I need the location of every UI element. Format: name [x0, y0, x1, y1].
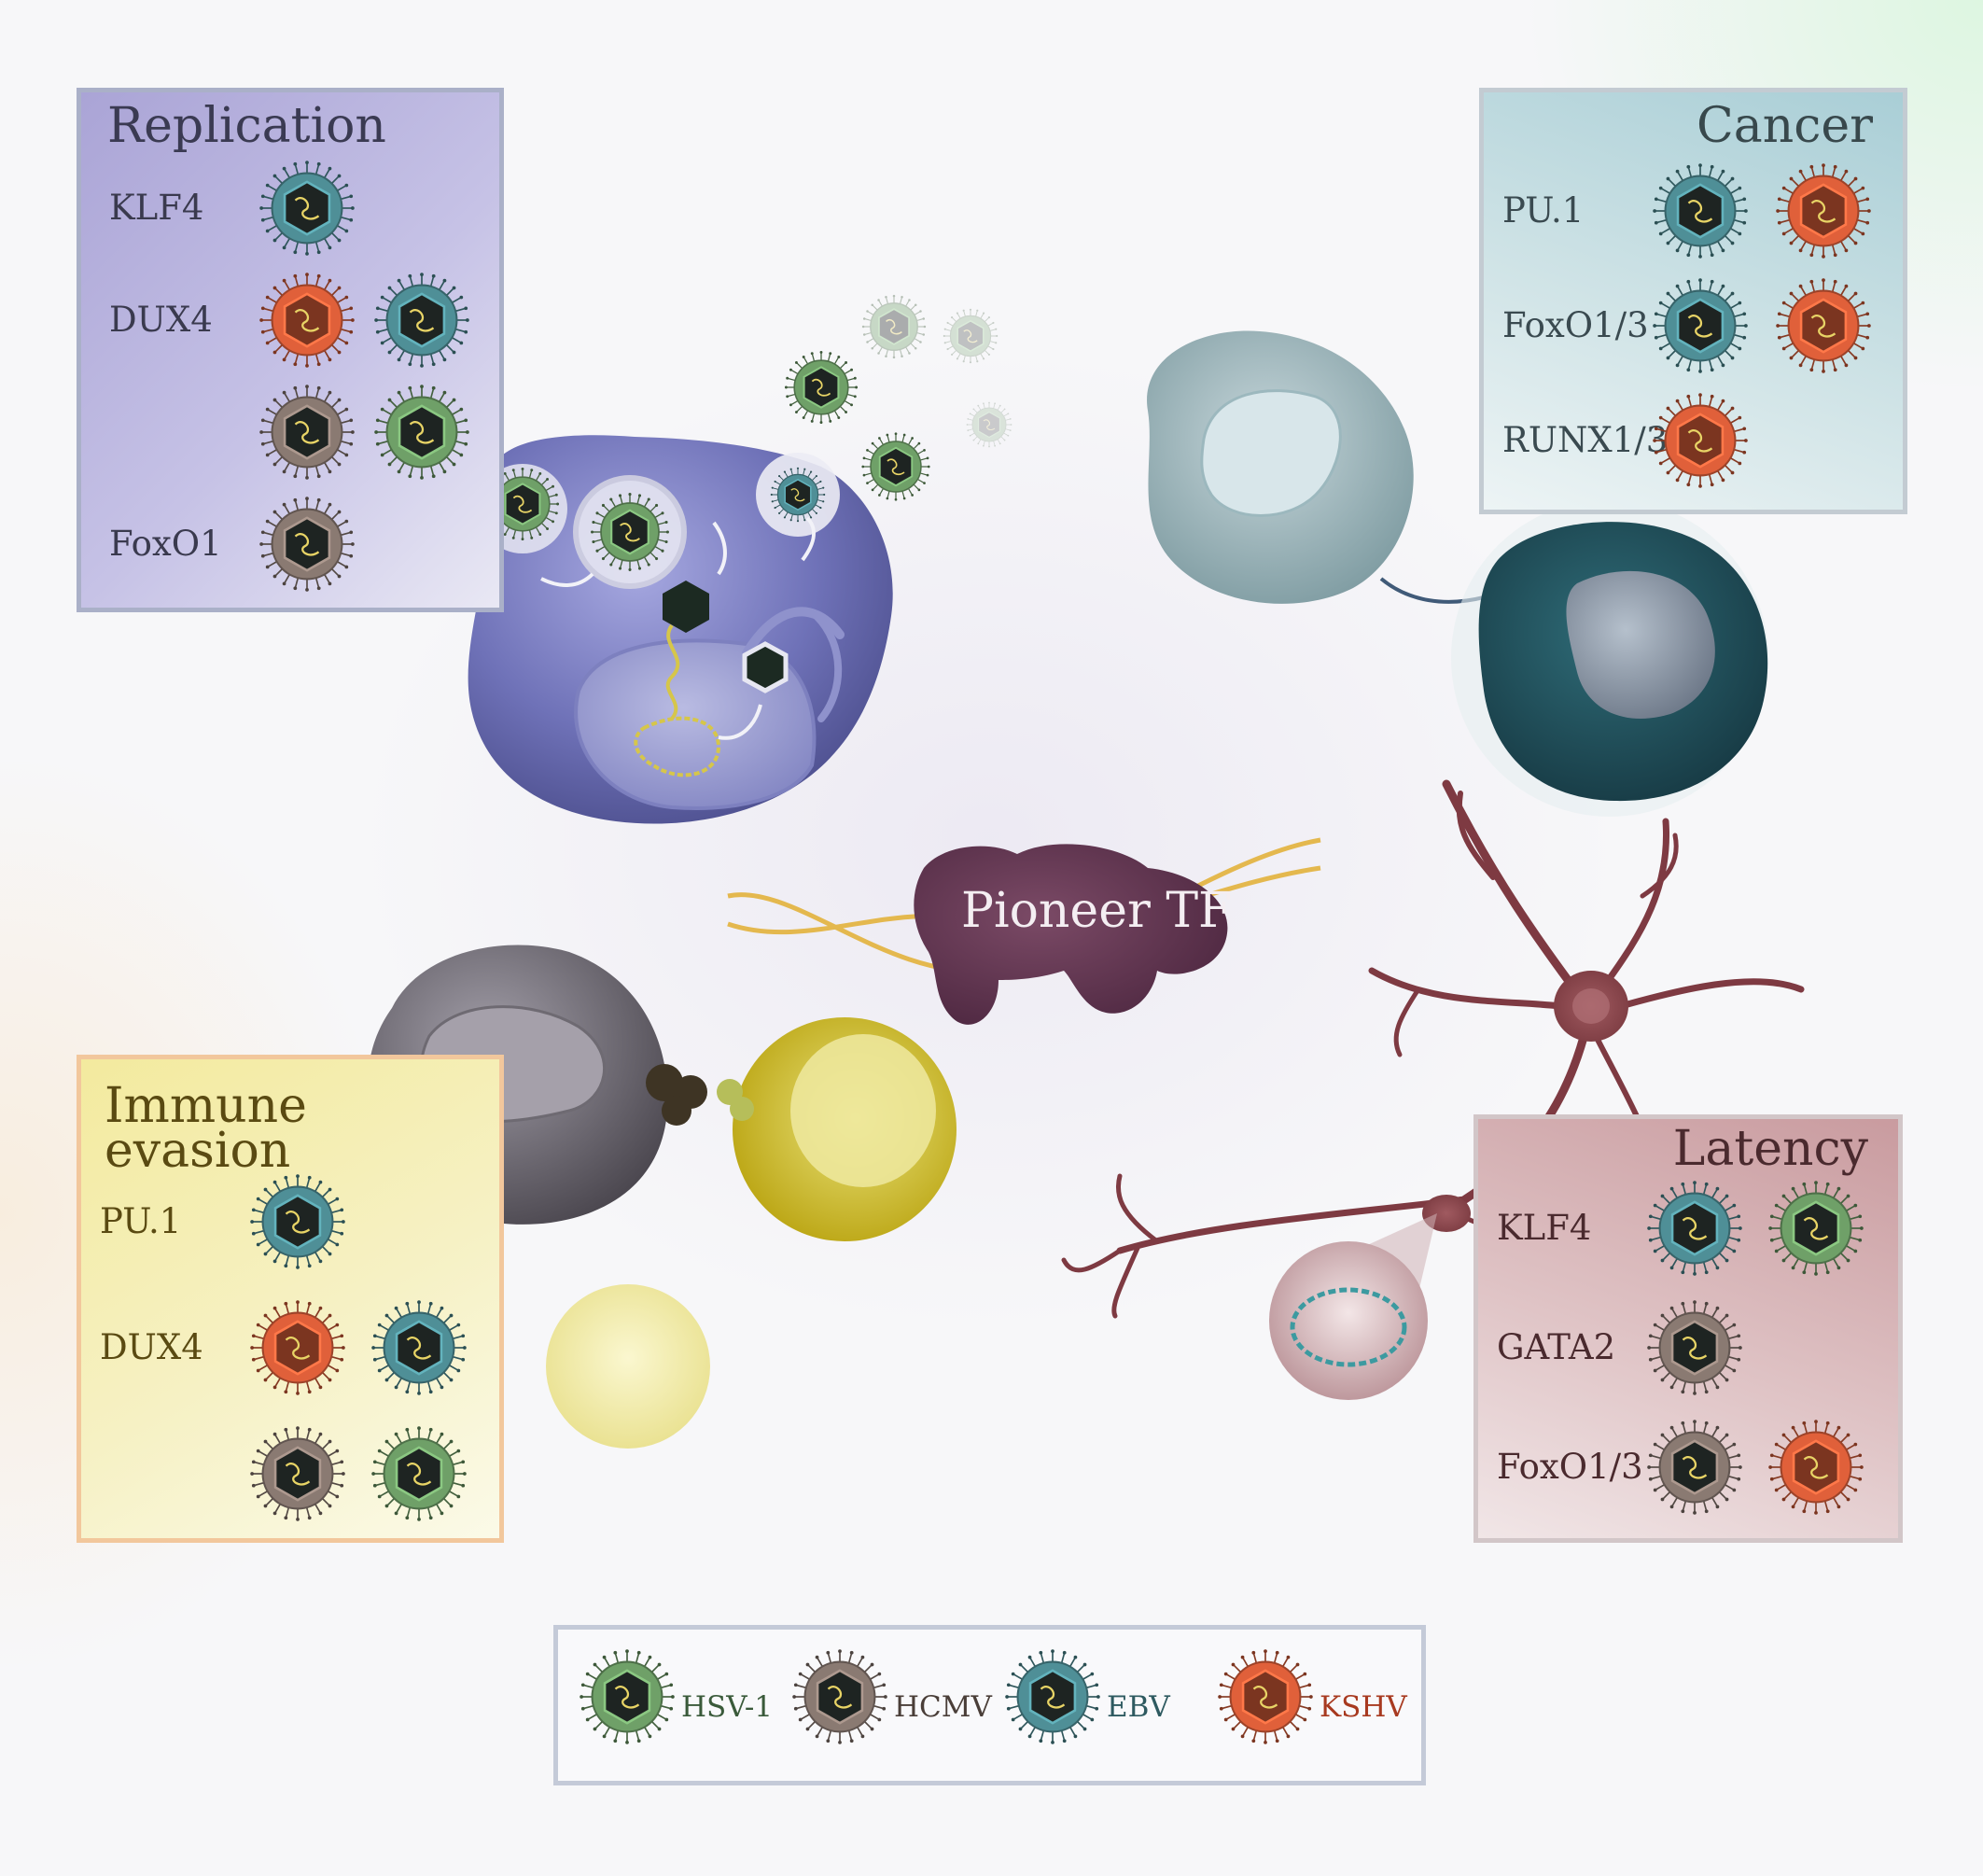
ebv-virion-icon	[770, 467, 826, 523]
kshv-virus-icon	[1775, 162, 1872, 259]
legend-label: HSV-1	[681, 1690, 774, 1724]
hcmv-legend-icon	[791, 1648, 905, 1762]
legend-label: HCMV	[894, 1690, 992, 1724]
hsv-1-virion-icon	[943, 308, 998, 364]
ebv-virus-icon	[373, 272, 470, 369]
ebv-virus-icon	[1652, 162, 1749, 259]
hcmv-virus-icon	[258, 496, 356, 593]
tf-label: FoxO1/3	[1502, 305, 1649, 345]
ebv-virus-icon	[249, 1173, 346, 1270]
hsv-1-virion-icon	[485, 467, 560, 541]
hcmv-virus-icon	[1646, 1419, 1743, 1516]
tf-label: GATA2	[1497, 1327, 1616, 1367]
tf-label: DUX4	[109, 300, 213, 340]
immune-cell-yellow-faded	[546, 1284, 710, 1449]
tf-label: PU.1	[100, 1201, 182, 1241]
tf-label: RUNX1/3	[1502, 420, 1669, 460]
tf-label: FoxO1	[109, 524, 222, 564]
neuron-soma	[1422, 971, 1628, 1232]
kshv-virus-icon	[1775, 277, 1872, 374]
hsv-1-virion-icon	[966, 401, 1012, 448]
hsv-1-virion-icon	[861, 432, 930, 501]
kshv-legend-icon	[1217, 1648, 1331, 1762]
ebv-virus-icon	[370, 1299, 468, 1396]
hsv-1-legend-icon	[579, 1648, 692, 1762]
hsv-1-virion-icon	[784, 350, 859, 425]
kshv-virus-icon	[1652, 392, 1749, 489]
tf-label: KLF4	[1497, 1208, 1592, 1248]
kshv-virus-icon	[1767, 1419, 1864, 1516]
hcmv-virus-icon	[258, 384, 356, 481]
panel-title-immune-line2: evasion	[105, 1123, 291, 1179]
ebv-legend-icon	[1004, 1648, 1118, 1762]
kshv-virus-icon	[258, 272, 356, 369]
pioneer-tf-label: Pioneer TF	[961, 883, 1233, 939]
hcmv-virus-icon	[249, 1425, 346, 1522]
latent-episome-zoom	[1269, 1213, 1437, 1400]
tf-label: FoxO1/3	[1497, 1447, 1643, 1487]
pioneer-tf-complex	[727, 837, 1321, 1025]
host-cell-replication	[468, 435, 893, 824]
legend-label: EBV	[1107, 1690, 1170, 1724]
panel-title-cancer: Cancer	[1696, 98, 1873, 154]
hsv-1-virus-icon	[1767, 1180, 1864, 1277]
ebv-virus-icon	[1646, 1180, 1743, 1277]
hcmv-virus-icon	[1646, 1299, 1743, 1396]
hsv-1-virus-icon	[370, 1425, 468, 1522]
immune-cell-yellow	[733, 1017, 957, 1241]
normal-cell-cancer	[1147, 330, 1485, 604]
hsv-1-virus-icon	[373, 384, 470, 481]
immune-synapse	[646, 1064, 754, 1126]
tf-label: KLF4	[109, 188, 204, 228]
tf-label: DUX4	[100, 1327, 203, 1367]
hsv-1-virion-icon	[591, 493, 669, 571]
panel-title-latency: Latency	[1672, 1121, 1868, 1177]
ebv-virus-icon	[1652, 277, 1749, 374]
free-virions	[485, 294, 1012, 571]
kshv-virus-icon	[249, 1299, 346, 1396]
tf-label: PU.1	[1502, 190, 1585, 231]
panel-title-immune-line1: Immune	[105, 1078, 307, 1134]
ebv-virus-icon	[258, 160, 356, 257]
legend-label: KSHV	[1320, 1690, 1407, 1724]
panel-title-replication: Replication	[107, 98, 386, 154]
legend: HSV-1 HCMV EBV KSHV	[553, 1625, 1426, 1785]
hsv-1-virion-icon	[861, 294, 927, 359]
tumor-cell-cancer	[1451, 499, 1768, 817]
